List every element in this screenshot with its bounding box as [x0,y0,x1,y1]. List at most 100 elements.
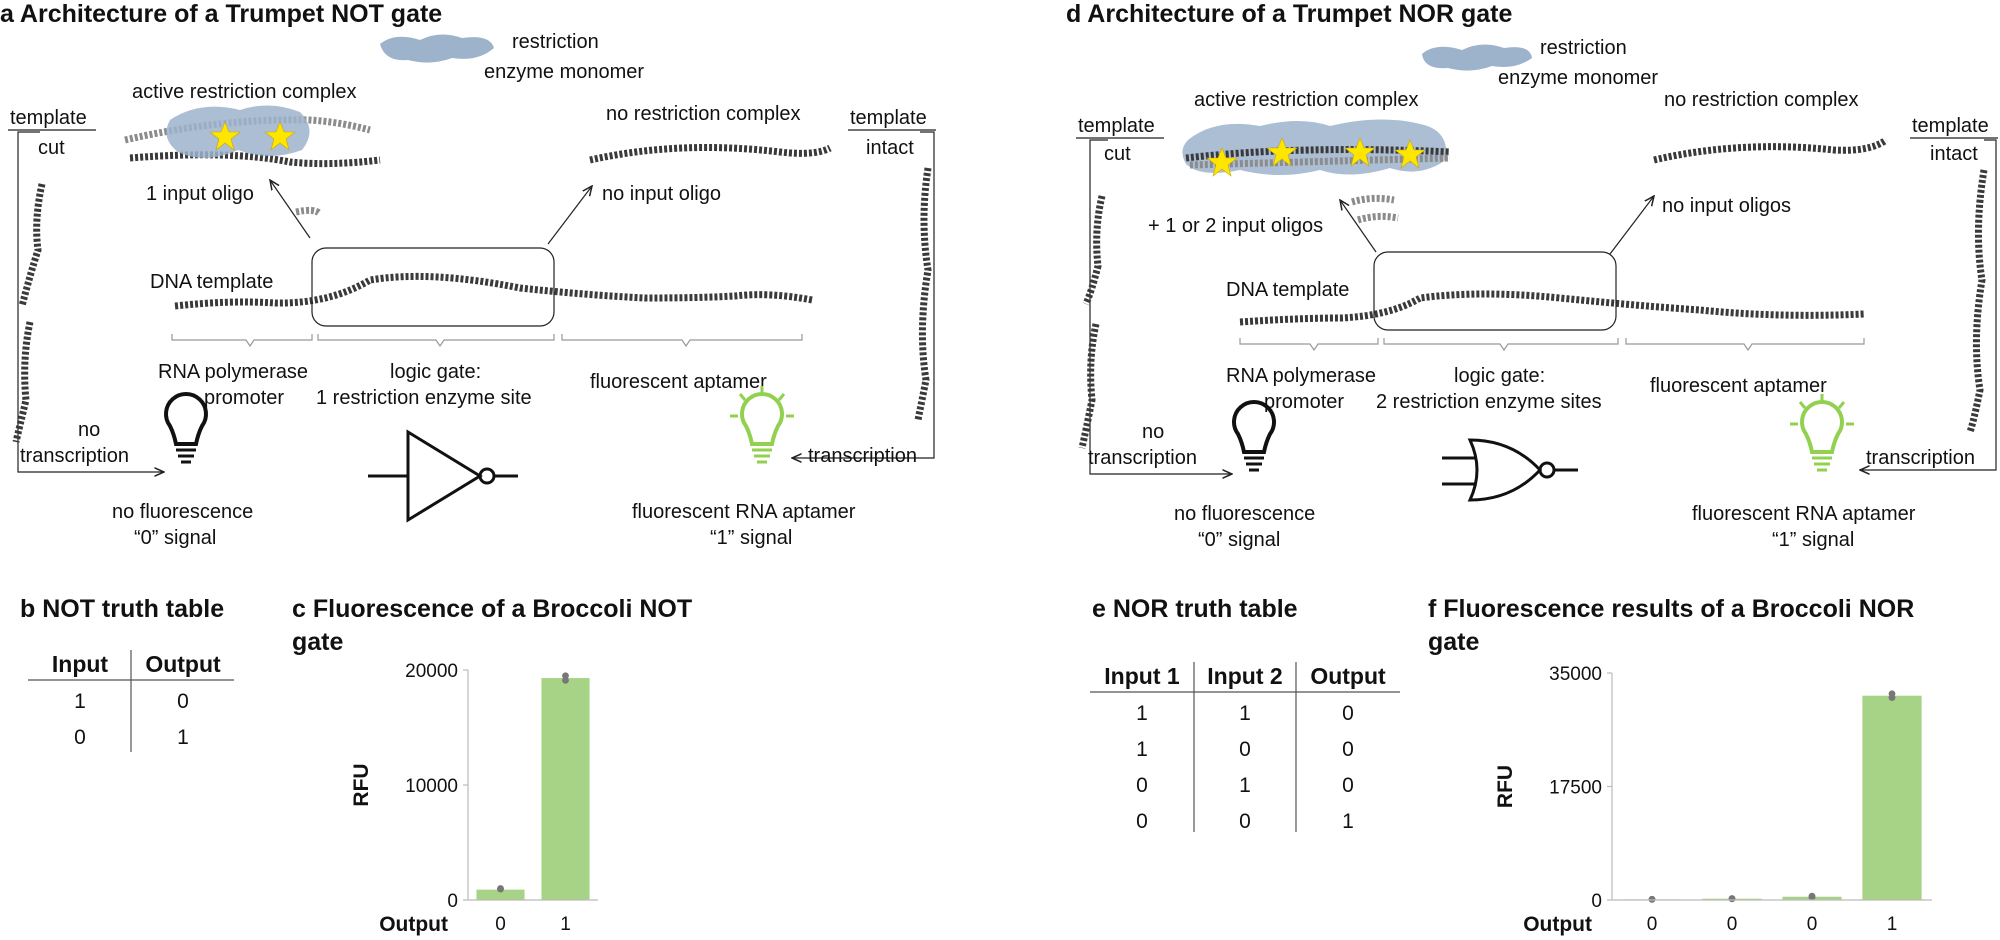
svg-text:1: 1 [177,726,189,749]
x-tick-label: 0 [1727,914,1738,935]
bar [541,678,590,900]
chart-c-not-fluorescence: c Fluorescence of a Broccoli NOT gate RF… [292,595,692,936]
bulb-off-icon [1232,400,1276,472]
table-header: Output [1310,663,1386,689]
svg-text:0: 0 [1342,702,1354,725]
table-header: Input 2 [1207,663,1282,689]
arrow-to-active [270,180,311,239]
no-transcription-label-2: transcription [1088,447,1197,469]
promoter-label-2: promoter [1264,391,1344,413]
table-row: 0 1 [74,726,189,749]
star-icon [1394,139,1426,169]
data-point [1728,895,1736,902]
chart-title-line-1: f Fluorescence results of a Broccoli NOR [1428,595,1914,623]
template-cut-label-1: template [10,107,87,129]
data-point [1888,690,1896,698]
no-complex-dna [589,144,832,164]
svg-text:1: 1 [1239,774,1251,797]
table-row: 1 0 0 [1136,738,1354,761]
not-gate-icon [368,429,518,523]
y-tick-label: 10000 [405,776,458,797]
panel-b-not-truth-table: b NOT truth table Input Output 1 0 0 1 [20,595,234,752]
star-icon [209,121,241,151]
logic-brace [317,334,555,348]
logic-gate-label-1: logic gate: [390,361,481,383]
y-tick-label: 20000 [405,661,458,682]
fluorescent-aptamer-label: fluorescent aptamer [590,371,767,393]
no-complex-label: no restriction complex [1664,89,1859,111]
cut-bracket [1089,139,1232,474]
input-oligo-label: 1 input oligo [146,183,254,205]
svg-text:0: 0 [1136,774,1148,797]
no-fluorescence-label-2: “0” signal [134,527,216,549]
panel-e-heading: e NOR truth table [1092,595,1298,623]
enzyme-monomer-label-2: enzyme monomer [1498,67,1658,89]
svg-text:0: 0 [177,690,189,713]
panel-a-not-architecture: a Architecture of a Trumpet NOT gate res… [0,0,936,549]
data-point [562,672,569,680]
fluorescent-aptamer-label: fluorescent aptamer [1650,375,1827,397]
active-complex-label: active restriction complex [132,81,357,103]
dna-template-strand [174,272,813,310]
panel-e-nor-truth-table: e NOR truth table Input 1 Input 2 Output… [1090,595,1400,833]
dna-template-label: DNA template [150,271,273,293]
fluorescent-rna-label-1: fluorescent RNA aptamer [632,501,856,523]
template-intact-label-1: template [1912,115,1989,137]
transcription-label: transcription [808,445,917,467]
fluorescent-rna-label-2: “1” signal [1772,529,1854,551]
intact-bracket [792,131,935,458]
bulb-on-icon [730,386,794,464]
no-input-oligo-label: no input oligos [1662,195,1791,217]
y-axis-label: RFU [1494,765,1517,808]
svg-text:0: 0 [74,726,86,749]
logic-gate-label-2: 1 restriction enzyme site [316,387,532,409]
intact-bracket [1860,139,1997,470]
input-oligo-shape [1350,194,1395,206]
no-fluorescence-label-1: no fluorescence [1174,503,1315,525]
svg-text:0: 0 [1342,738,1354,761]
table-row: 0 0 1 [1136,810,1354,833]
panel-b-heading: b NOT truth table [20,595,224,623]
x-tick-label: 0 [495,914,506,935]
promoter-label-1: RNA polymerase [158,361,308,383]
table-header: Output [145,651,221,677]
table-row: 0 1 0 [1136,774,1354,797]
intact-template [1966,169,1988,434]
chart-title-line-1: c Fluorescence of a Broccoli NOT [292,595,692,623]
promoter-label-2: promoter [204,387,284,409]
template-cut-label-2: cut [38,137,65,159]
template-intact-label-1: template [850,107,927,129]
x-tick-label: 1 [560,914,571,935]
enzyme-monomer-label-1: restriction [512,31,599,53]
bulb-on-icon [1790,394,1854,472]
x-axis-label: Output [1523,913,1592,936]
no-complex-label: no restriction complex [606,103,801,125]
no-complex-dna [1653,137,1889,164]
enzyme-monomer-shape [380,34,494,63]
x-tick-label: 1 [1887,914,1898,935]
chart-title-line-2: gate [1428,628,1480,656]
transcription-label: transcription [1866,447,1975,469]
chart-title-line-2: gate [292,628,344,656]
chart-f-nor-fluorescence: f Fluorescence results of a Broccoli NOR… [1428,595,1932,936]
active-restriction-complex [124,105,381,168]
no-transcription-label-2: transcription [20,445,129,467]
y-tick-label: 0 [447,891,458,912]
y-axis-label: RFU [350,763,373,806]
svg-text:0: 0 [1136,810,1148,833]
star-icon [264,121,296,151]
star-icon [1344,137,1376,167]
promoter-label-1: RNA polymerase [1226,365,1376,387]
arrow-to-no-complex [1609,196,1654,255]
data-point [497,885,504,892]
input-oligo-shape [295,206,323,217]
panel-a-heading: a Architecture of a Trumpet NOT gate [0,0,442,28]
cut-fragment-1 [1082,195,1106,306]
arrow-to-no-complex [547,186,592,245]
no-fluorescence-label-2: “0” signal [1198,529,1280,551]
cut-fragment-1 [18,183,46,307]
star-icon [1206,147,1238,177]
logic-gate-box [1373,251,1617,331]
enzyme-monomer-label-1: restriction [1540,37,1627,59]
active-restriction-complex [1182,119,1451,177]
